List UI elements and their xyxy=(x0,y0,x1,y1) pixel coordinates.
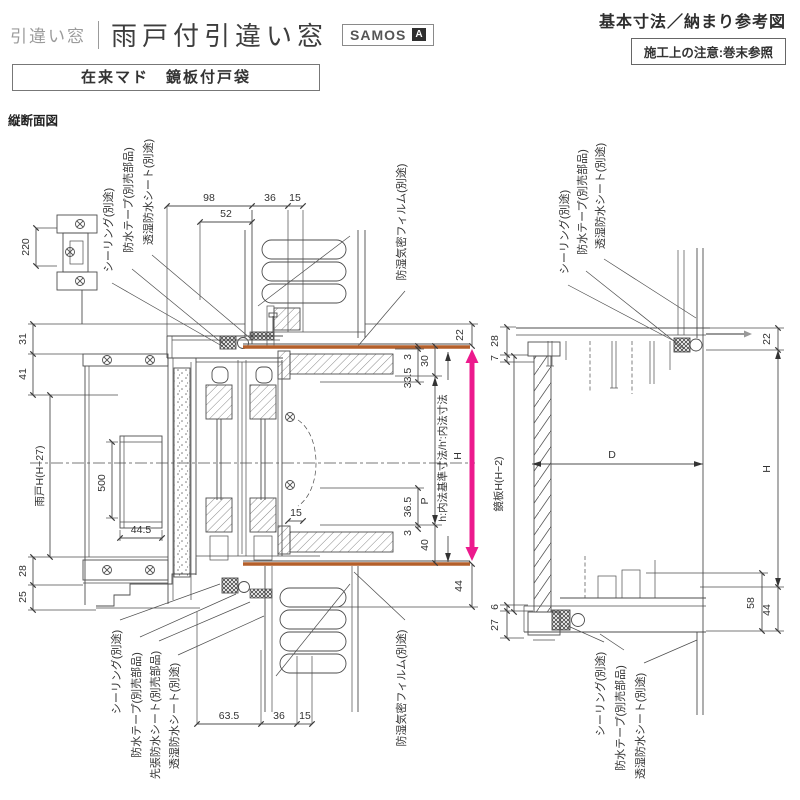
left-bottom-wall xyxy=(264,566,359,712)
insulation-coil-bottom xyxy=(275,583,351,677)
storm-shutter-case xyxy=(82,353,169,605)
dim-15-inner: 15 xyxy=(290,507,302,519)
dim-6: 6 xyxy=(489,604,501,610)
callout-breathable-sheet-bottom: 透湿防水シート(別途) xyxy=(167,663,181,769)
dim-p: P xyxy=(419,497,431,504)
series-badge-mark: A xyxy=(412,28,426,41)
vertical-section-right-diagram: シーリング(別途) 防水テープ(別売部品) 透湿防水シート(別途) xyxy=(489,143,784,779)
depth-dimension: D xyxy=(532,449,703,467)
left-bottom-callouts: シーリング(別途) 防水テープ(別売部品) 先張防水シート(別売部品) 透湿防水… xyxy=(109,571,408,779)
header: 引違い窓 雨戸付引違い窓 SAMOS A xyxy=(10,16,434,53)
dim-d: D xyxy=(608,449,616,461)
dim-36-bottom: 36 xyxy=(273,710,285,722)
title-divider xyxy=(98,20,99,49)
left-bottom-dimensions: 63.5 36 15 xyxy=(193,612,316,728)
callout-breathable-sheet-right-bottom: 透湿防水シート(別途) xyxy=(633,673,647,779)
dim-98: 98 xyxy=(203,192,215,204)
right-diagram-left-dimensions: 28 7 6 27 鏡板H(H−2) xyxy=(489,323,534,642)
dim-25: 25 xyxy=(17,591,29,603)
dim-52: 52 xyxy=(220,208,232,220)
callout-pre-applied-sheet-bottom: 先張防水シート(別売部品) xyxy=(148,651,162,779)
dim-22-right-diagram: 22 xyxy=(761,333,773,345)
dim-44-right-diagram: 44 xyxy=(761,604,773,616)
dim-h-left-diagram: H xyxy=(452,452,464,460)
window-frame-sill xyxy=(96,555,320,609)
callout-vapor-barrier-film-top: 防湿気密フィルム(別途) xyxy=(394,164,408,281)
dim-h-right-diagram: H xyxy=(761,465,773,473)
callout-breathable-sheet-right-top: 透湿防水シート(別途) xyxy=(593,143,607,249)
left-top-wall xyxy=(244,210,366,347)
dim-15-bottom: 15 xyxy=(299,710,311,722)
mirror-panel xyxy=(527,341,561,641)
callout-breathable-sheet-top: 透湿防水シート(別途) xyxy=(141,139,155,245)
insulation-coil-top xyxy=(257,235,351,307)
height-reference-arrow xyxy=(465,349,479,561)
product-category: 引違い窓 xyxy=(10,27,86,46)
callout-sealing-right-bottom: シーリング(別途) xyxy=(593,652,607,736)
interior-trim-boards xyxy=(277,350,394,555)
vertical-section-left-diagram: 220 xyxy=(17,139,479,779)
dim-28: 28 xyxy=(17,565,29,577)
dim-22-left-diagram: 22 xyxy=(454,329,466,341)
dim-7: 7 xyxy=(489,355,501,361)
pocket-frame-sill xyxy=(523,556,706,633)
dim-28-right-diagram: 28 xyxy=(489,335,501,347)
dim-58: 58 xyxy=(745,597,757,609)
dim-27: 27 xyxy=(489,619,501,631)
spec-box: 在来マド 鏡板付戸袋 xyxy=(12,64,320,91)
series-badge-label: SAMOS xyxy=(350,26,407,43)
sash-and-frame-body xyxy=(167,358,283,604)
dim-shutter-height: 雨戸H(H−27) xyxy=(34,446,46,507)
section-title: 縦断面図 xyxy=(8,114,59,128)
left-top-callouts: シーリング(別途) 防水テープ(別売部品) 透湿防水シート(別途) 防湿気密フィ… xyxy=(101,139,408,349)
dim-44-left-diagram: 44 xyxy=(453,580,465,592)
inner-dimension-axis-label: h:内法基準寸法/h':内法寸法 xyxy=(436,394,449,521)
dim-41: 41 xyxy=(17,368,29,380)
shutter-rail-bracket-detail xyxy=(32,214,98,324)
dim-panel-height: 鏡板H(H−2) xyxy=(492,456,505,511)
left-inner-dimensions: 500 44.5 15 xyxy=(96,438,307,542)
dim-33-5: 33.5 xyxy=(402,368,414,389)
construction-note: 施工上の注意:巻末参照 xyxy=(630,38,786,65)
dim-44-5: 44.5 xyxy=(131,524,152,536)
callout-sealing-right-top: シーリング(別途) xyxy=(557,190,571,274)
dim-220: 220 xyxy=(20,238,32,256)
dim-30: 30 xyxy=(419,355,431,367)
callout-sealing-bottom: シーリング(別途) xyxy=(109,630,123,714)
callout-waterproof-tape-bottom: 防水テープ(別売部品) xyxy=(129,652,143,758)
dim-3-top: 3 xyxy=(402,354,414,360)
right-wall xyxy=(677,248,752,715)
dim-3-bottom: 3 xyxy=(402,530,414,536)
callout-vapor-barrier-film-bottom: 防湿気密フィルム(別途) xyxy=(394,630,408,747)
dim-36-top: 36 xyxy=(264,192,276,204)
dim-500: 500 xyxy=(96,474,108,492)
centerline-and-arc xyxy=(30,412,475,507)
dim-40: 40 xyxy=(419,539,431,551)
callout-waterproof-tape-right-top: 防水テープ(別売部品) xyxy=(575,149,589,255)
pocket-frame-head xyxy=(516,327,710,394)
dim-15-top: 15 xyxy=(289,192,301,204)
callout-waterproof-tape-top: 防水テープ(別売部品) xyxy=(121,147,135,253)
window-frame-head xyxy=(166,312,283,359)
dim-31: 31 xyxy=(17,333,29,345)
reference-datum-lines xyxy=(243,343,470,566)
right-diagram-right-dimensions: 22 H 58 44 xyxy=(646,324,784,635)
right-bottom-callouts: シーリング(別途) 防水テープ(別売部品) 透湿防水シート(別途) xyxy=(567,625,698,779)
shutter-panel-section xyxy=(173,367,191,578)
right-top-callouts: シーリング(別途) 防水テープ(別売部品) 透湿防水シート(別途) xyxy=(557,143,697,350)
left-top-dimensions: 98 52 36 15 xyxy=(163,192,307,336)
left-diagram-right-dimensions: 3 30 33.5 36.5 P 3 40 22 44 h:内法基準寸法/h':… xyxy=(320,320,478,611)
dim-63-5: 63.5 xyxy=(219,710,240,722)
left-edge-dimensions: 31 41 28 25 雨戸H(H−27) xyxy=(17,320,245,614)
callout-sealing-top: シーリング(別途) xyxy=(101,188,115,272)
series-badge: SAMOS A xyxy=(342,23,434,46)
callout-waterproof-tape-right-bottom: 防水テープ(別売部品) xyxy=(613,665,627,771)
shutter-handle-box xyxy=(119,435,163,529)
dim-36-5: 36.5 xyxy=(402,497,414,518)
reference-title: 基本寸法／納まり参考図 xyxy=(598,14,786,31)
header-right: 基本寸法／納まり参考図 施工上の注意:巻末参照 xyxy=(599,8,786,65)
page-title: 雨戸付引違い窓 xyxy=(111,21,329,51)
